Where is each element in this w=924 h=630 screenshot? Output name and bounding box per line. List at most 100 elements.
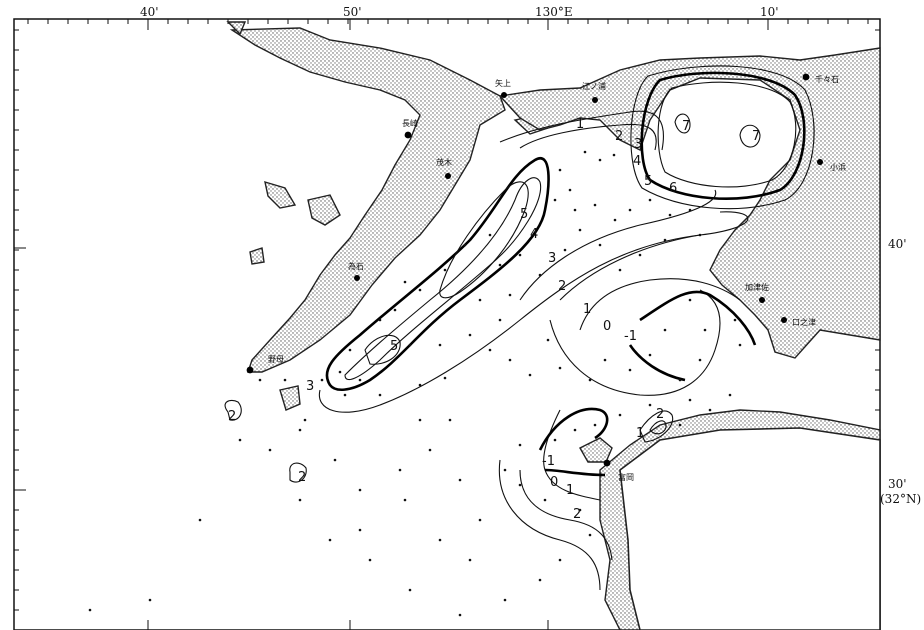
station-dot xyxy=(698,358,702,362)
station-dot xyxy=(728,393,732,397)
right-label-32n: (32°N) xyxy=(880,492,921,506)
station-dot xyxy=(593,203,597,207)
top-label-10: 10' xyxy=(760,5,779,19)
station-dot xyxy=(518,253,522,257)
top-label-130e: 130°E xyxy=(535,5,573,19)
contour-label: 4 xyxy=(633,154,641,169)
station-dot xyxy=(668,213,672,217)
station-dot xyxy=(358,528,362,532)
station-dot xyxy=(258,378,262,382)
land-southeast xyxy=(619,427,881,630)
station-dot xyxy=(238,438,242,442)
place-chijiwa: 千々石 xyxy=(815,74,839,84)
place-names: 長崎 茂木 矢上 江ノ浦 千々石 小浜 為石 野母 加津佐 口之津 富岡 xyxy=(268,74,846,482)
station-dot xyxy=(588,533,592,537)
station-dot xyxy=(538,273,542,277)
island-west-1 xyxy=(264,180,297,209)
contour-label: -1 xyxy=(624,329,637,344)
station-dot xyxy=(338,370,342,374)
station-dot xyxy=(428,448,432,452)
station-dot xyxy=(538,578,542,582)
contour-label: 1 xyxy=(576,117,584,132)
station-dot xyxy=(563,248,567,252)
station-dot xyxy=(603,358,607,362)
station-dot xyxy=(573,208,577,212)
shimabara-peninsula xyxy=(498,47,881,359)
station-dot xyxy=(343,393,347,397)
station-dot xyxy=(628,208,632,212)
station-dot xyxy=(508,358,512,362)
station-dot xyxy=(588,378,592,382)
station-dot xyxy=(478,298,482,302)
contour-label: 4 xyxy=(530,227,538,242)
station-dot xyxy=(503,598,507,602)
sampling-stations xyxy=(88,150,742,617)
place-kuchinotsu: 口之津 xyxy=(792,317,816,327)
contour-label: 0 xyxy=(550,475,558,490)
place-tomioka: 富岡 xyxy=(618,472,634,482)
station-dot xyxy=(648,198,652,202)
contour-label: 3 xyxy=(548,251,556,266)
station-dot xyxy=(503,468,507,472)
station-dot xyxy=(558,168,562,172)
place-yagami: 矢上 xyxy=(495,78,511,88)
station-dot xyxy=(593,423,597,427)
station-dot xyxy=(613,218,617,222)
station-dot xyxy=(488,233,492,237)
station-dot xyxy=(298,498,302,502)
station-dot xyxy=(348,348,352,352)
station-dot xyxy=(403,498,407,502)
station-dot xyxy=(688,398,692,402)
station-dot xyxy=(488,348,492,352)
contour-label: 1 xyxy=(566,483,574,498)
station-dot xyxy=(546,338,550,342)
contour-label: 5 xyxy=(520,207,528,222)
station-dot xyxy=(403,280,407,284)
contour-label: 7 xyxy=(752,129,760,144)
station-dot xyxy=(678,378,682,382)
contour-label: 2 xyxy=(656,407,664,422)
station-dot xyxy=(328,538,332,542)
right-label-40: 40' xyxy=(888,237,907,251)
contour-label: 1 xyxy=(583,302,591,317)
station-dot xyxy=(508,293,512,297)
station-dot xyxy=(528,373,532,377)
place-obama: 小浜 xyxy=(830,162,846,172)
station-dot xyxy=(468,558,472,562)
station-dot xyxy=(398,468,402,472)
top-label-40: 40' xyxy=(140,5,159,19)
place-nomo: 野母 xyxy=(268,355,284,364)
contour-label: 2 xyxy=(615,129,623,144)
axis-labels: 40' 50' 130°E 10' 40' 30' (32°N) xyxy=(140,5,921,506)
place-markers xyxy=(246,73,823,467)
station-dot xyxy=(458,478,462,482)
station-dot xyxy=(738,343,742,347)
station-dot xyxy=(198,518,202,522)
place-tameshi: 為石 xyxy=(348,261,364,271)
contour-values: 1 2 3 4 5 6 7 7 5 4 3 2 1 0 -1 5 3 2 2 2… xyxy=(228,117,760,522)
contour-label: 2 xyxy=(558,279,566,294)
station-dot xyxy=(358,378,362,382)
station-dot xyxy=(498,318,502,322)
station-dot xyxy=(408,343,412,347)
station-dot xyxy=(583,150,587,154)
station-dot xyxy=(408,588,412,592)
station-dot xyxy=(553,438,557,442)
station-dot xyxy=(298,428,302,432)
station-dot xyxy=(578,228,582,232)
station-dot xyxy=(598,243,602,247)
contour-label: 1 xyxy=(636,426,644,441)
island-nomo xyxy=(279,385,301,411)
station-dot xyxy=(648,353,652,357)
contour-label: 0 xyxy=(603,319,611,334)
station-dot xyxy=(393,308,397,312)
station-dot xyxy=(733,318,737,322)
station-dot xyxy=(478,518,482,522)
station-dot xyxy=(438,538,442,542)
station-dot xyxy=(418,383,422,387)
contour-label: 2 xyxy=(573,507,581,522)
station-dot xyxy=(543,498,547,502)
station-dot xyxy=(553,198,557,202)
station-dot xyxy=(333,458,337,462)
